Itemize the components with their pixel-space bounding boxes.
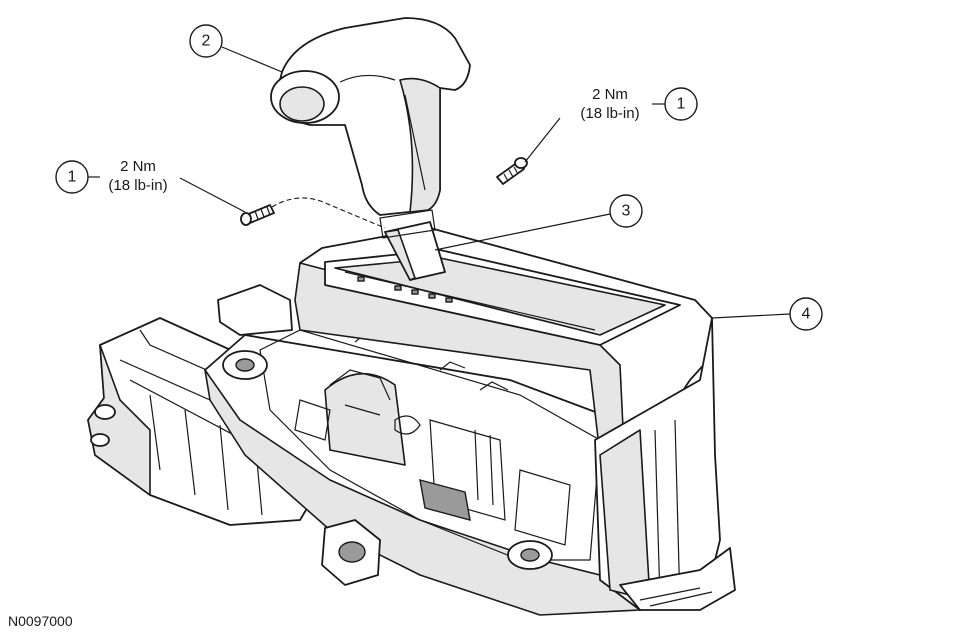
left-screw — [240, 204, 275, 226]
callout-label: 2 — [202, 33, 211, 50]
torque-spec-right: 2 Nm (18 lb-in) — [580, 86, 639, 122]
callout-label: 3 — [622, 203, 631, 220]
shift-knob — [270, 17, 471, 216]
torque-imperial-left: (18 lb-in) — [108, 177, 167, 194]
callout-label: 1 — [68, 169, 77, 186]
leader-lines — [88, 46, 791, 319]
shift-lever-shaft — [379, 209, 446, 281]
torque-spec-left: 2 Nm (18 lb-in) — [108, 158, 167, 194]
torque-value-left: 2 Nm — [120, 158, 156, 175]
callout-label: 1 — [677, 96, 686, 113]
callout-1-left: 1 — [55, 160, 89, 194]
screw-alignment-line — [271, 197, 386, 229]
callout-3: 3 — [609, 194, 643, 228]
gear-position-indicators — [357, 276, 453, 303]
callout-1-right: 1 — [664, 87, 698, 121]
callout-label: 4 — [802, 306, 811, 323]
callout-4: 4 — [789, 297, 823, 331]
figure-id: N0097000 — [8, 613, 73, 629]
torque-value-right: 2 Nm — [592, 86, 628, 103]
shifter-bezel-cover — [217, 227, 736, 611]
callout-2: 2 — [189, 24, 223, 58]
right-screw — [496, 157, 528, 185]
torque-imperial-right: (18 lb-in) — [580, 105, 639, 122]
